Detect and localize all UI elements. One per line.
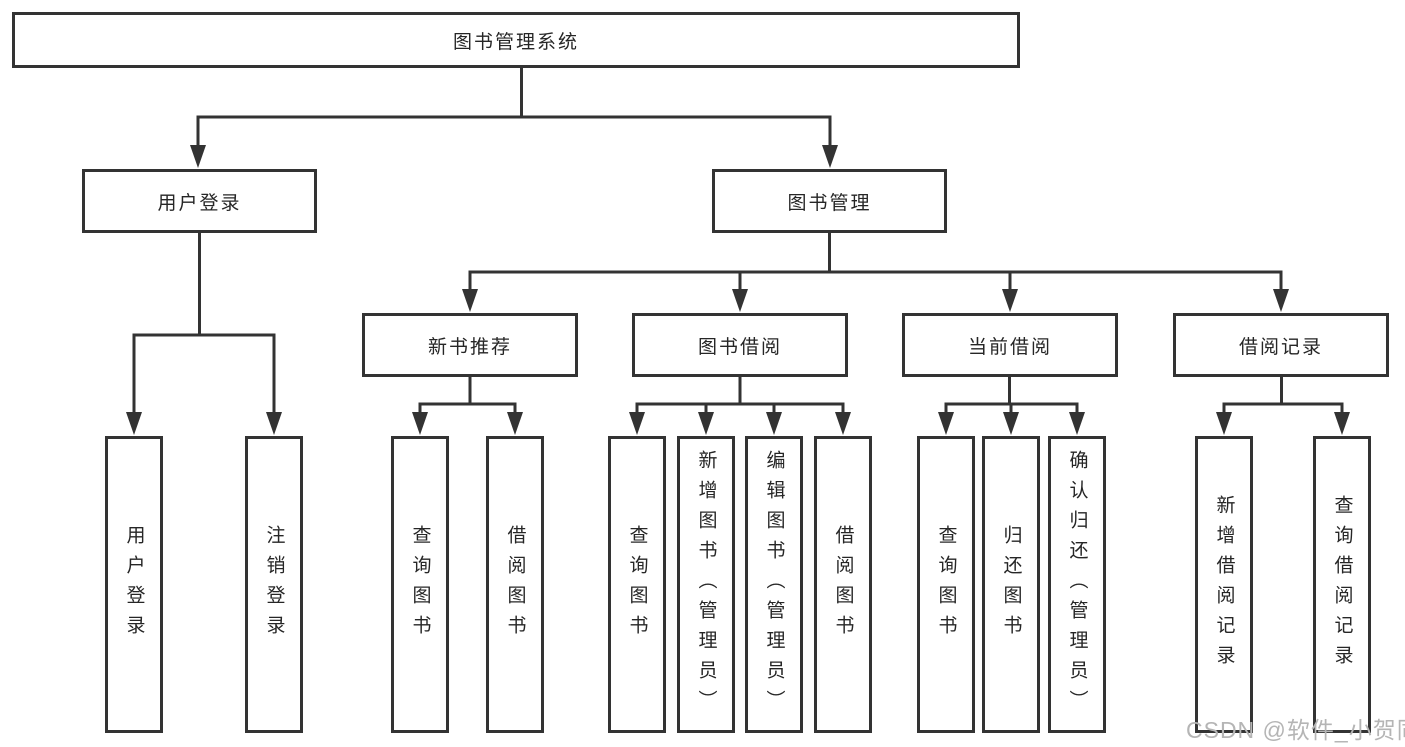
connector-borrow-records-children bbox=[1216, 377, 1350, 435]
arrowhead-current-borrow bbox=[1002, 289, 1018, 312]
leaf-user-login-label: 用户登录 bbox=[123, 524, 145, 645]
csdn-watermark: CSDN @软件_小贺同学 bbox=[1186, 717, 1405, 743]
connector-current-borrow-children bbox=[938, 377, 1085, 435]
leaf-query-books-1-label: 查询图书 bbox=[409, 524, 431, 645]
node-user-login-label: 用户登录 bbox=[157, 192, 242, 214]
leaf-add-books-admin: 新增图书（管理员） bbox=[677, 436, 735, 733]
node-current-borrow-label: 当前借阅 bbox=[967, 336, 1052, 358]
leaf-confirm-return-admin: 确认归还（管理员） bbox=[1048, 436, 1106, 733]
node-book-management-label: 图书管理 bbox=[787, 192, 872, 214]
connector-login-children bbox=[126, 233, 282, 435]
leaf-query-books-2-label: 查询图书 bbox=[626, 524, 648, 645]
leaf-user-login: 用户登录 bbox=[105, 436, 163, 733]
node-book-borrow-label: 图书借阅 bbox=[697, 336, 782, 358]
node-root-label: 图书管理系统 bbox=[452, 31, 579, 53]
leaf-add-books-admin-label: 新增图书（管理员） bbox=[695, 449, 717, 720]
leaf-add-borrow-record-label: 新增借阅记录 bbox=[1213, 494, 1235, 675]
leaf-confirm-return-admin-label: 确认归还（管理员） bbox=[1066, 449, 1088, 720]
leaf-return-books: 归还图书 bbox=[982, 436, 1040, 733]
leaf-logout-label: 注销登录 bbox=[263, 524, 285, 645]
leaf-return-books-label: 归还图书 bbox=[1000, 524, 1022, 645]
leaf-query-borrow-record-label: 查询借阅记录 bbox=[1331, 494, 1353, 675]
arrowhead-book-borrow bbox=[732, 289, 748, 312]
leaf-borrow-books-2: 借阅图书 bbox=[814, 436, 872, 733]
connector-root-to-level2 bbox=[190, 68, 838, 168]
leaf-edit-books-admin: 编辑图书（管理员） bbox=[745, 436, 803, 733]
leaf-borrow-books-2-label: 借阅图书 bbox=[832, 524, 854, 645]
leaf-query-books-1: 查询图书 bbox=[391, 436, 449, 733]
arrowhead-login-leaf bbox=[126, 412, 142, 435]
leaf-add-borrow-record: 新增借阅记录 bbox=[1195, 436, 1253, 733]
node-user-login: 用户登录 bbox=[82, 169, 317, 233]
connector-new-books-children bbox=[412, 377, 523, 435]
arrowhead-logout-leaf bbox=[266, 412, 282, 435]
connector-book-borrow-children bbox=[629, 377, 851, 435]
leaf-edit-books-admin-label: 编辑图书（管理员） bbox=[763, 449, 785, 720]
leaf-logout: 注销登录 bbox=[245, 436, 303, 733]
leaf-borrow-books-1: 借阅图书 bbox=[486, 436, 544, 733]
node-current-borrow: 当前借阅 bbox=[902, 313, 1118, 377]
node-borrow-records: 借阅记录 bbox=[1173, 313, 1389, 377]
connector-management-to-level3 bbox=[462, 233, 1289, 312]
arrowhead-user-login bbox=[190, 145, 206, 168]
leaf-query-books-3: 查询图书 bbox=[917, 436, 975, 733]
node-new-book-recommend-label: 新书推荐 bbox=[427, 336, 512, 358]
leaf-query-borrow-record: 查询借阅记录 bbox=[1313, 436, 1371, 733]
leaf-borrow-books-1-label: 借阅图书 bbox=[504, 524, 526, 645]
node-new-book-recommend: 新书推荐 bbox=[362, 313, 578, 377]
arrowhead-book-management bbox=[822, 145, 838, 168]
arrowhead-borrow-records bbox=[1273, 289, 1289, 312]
node-book-management: 图书管理 bbox=[712, 169, 947, 233]
node-root-system: 图书管理系统 bbox=[12, 12, 1020, 68]
leaf-query-books-2: 查询图书 bbox=[608, 436, 666, 733]
node-book-borrow: 图书借阅 bbox=[632, 313, 848, 377]
node-borrow-records-label: 借阅记录 bbox=[1238, 336, 1323, 358]
leaf-query-books-3-label: 查询图书 bbox=[935, 524, 957, 645]
arrowhead-new-books bbox=[462, 289, 478, 312]
